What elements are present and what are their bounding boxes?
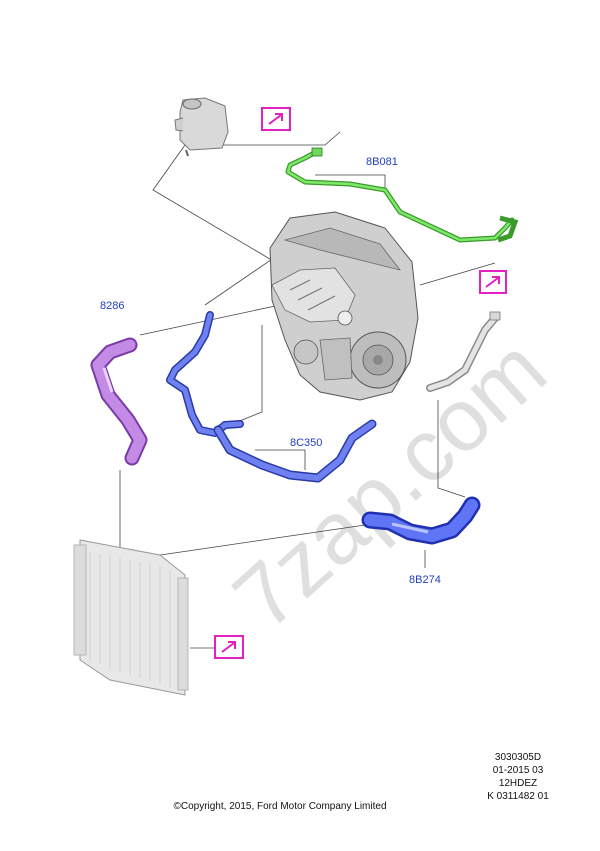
- arrow-link-icon[interactable]: [261, 107, 291, 131]
- drawing-code: 3030305D: [494, 752, 542, 763]
- hose-8B274: [361, 496, 481, 545]
- copyright-text: ©Copyright, 2015, Ford Motor Company Lim…: [173, 801, 387, 812]
- radiator: [73, 539, 189, 696]
- drawing-info: 3030305D 01-2015 03 12HDEZ K 0311482 01: [468, 751, 568, 803]
- part-label-8286[interactable]: 8286: [100, 300, 124, 312]
- part-label-8B081[interactable]: 8B081: [366, 156, 398, 168]
- drawing-date: 01-2015 03: [492, 765, 544, 776]
- hose-grey-right: [426, 311, 501, 392]
- engine-block: [269, 211, 419, 401]
- hose-8C350: [213, 419, 377, 483]
- drawing-model: 12HDEZ: [498, 778, 538, 789]
- part-label-8C350[interactable]: 8C350: [290, 437, 322, 449]
- hose-blue-upper: [166, 311, 244, 437]
- arrow-link-icon[interactable]: [479, 270, 507, 294]
- hose-8286: [90, 337, 148, 466]
- part-label-8B274[interactable]: 8B274: [409, 574, 441, 586]
- expansion-tank: [174, 97, 229, 157]
- drawing-ref: K 0311482 01: [487, 791, 549, 802]
- arrow-link-icon[interactable]: [214, 635, 244, 659]
- hose-8B081: [285, 147, 519, 243]
